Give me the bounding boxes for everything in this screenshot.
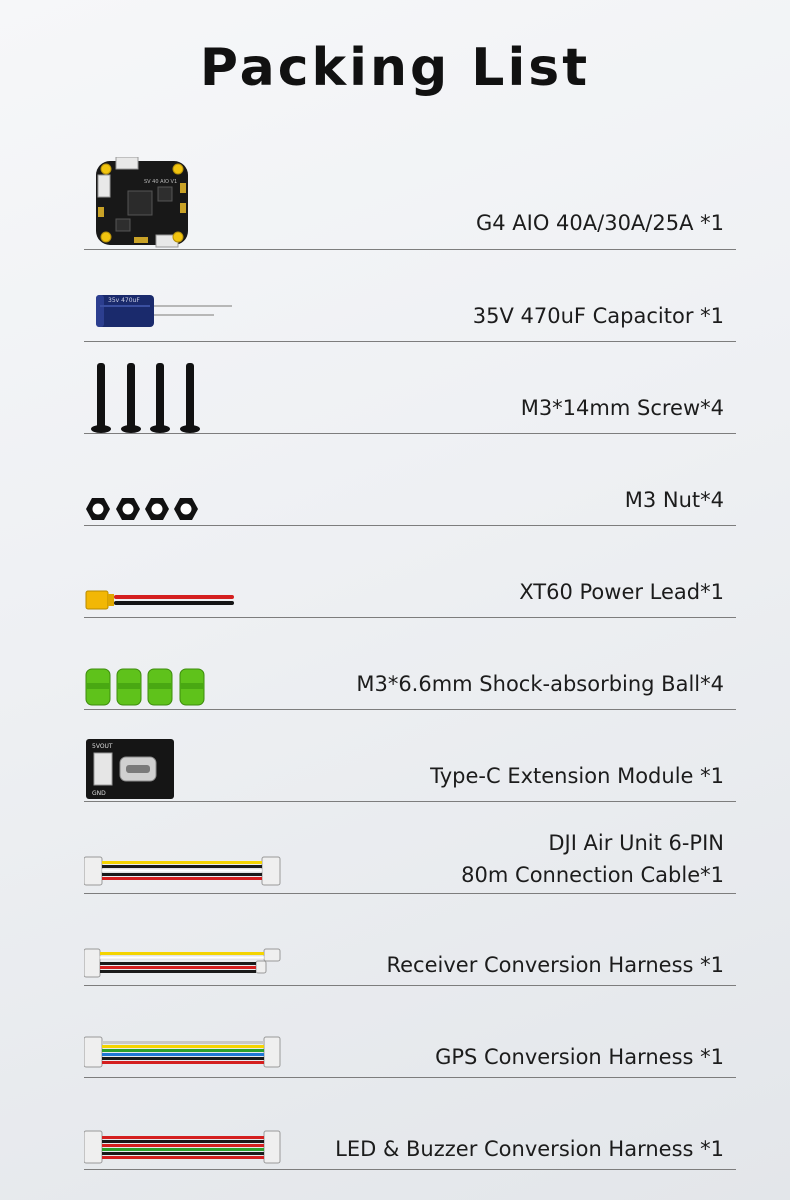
list-item: DJI Air Unit 6-PIN 80m Connection Cable*… xyxy=(84,801,736,894)
item-label-line-1: DJI Air Unit 6-PIN xyxy=(548,831,724,855)
item-label: M3 Nut*4 xyxy=(624,488,724,512)
list-item: M3 Nut*4 xyxy=(84,433,736,526)
item-label: 35V 470uF Capacitor *1 xyxy=(472,304,724,328)
receiver-harness-icon xyxy=(84,948,281,978)
list-item: M3*6.6mm Shock-absorbing Ball*4 xyxy=(84,617,736,710)
flight-controller-board-icon: SV 40 AIO V1 xyxy=(96,157,188,248)
item-label: Type-C Extension Module *1 xyxy=(430,764,724,788)
screws-icon xyxy=(91,363,200,433)
list-item: Receiver Conversion Harness *1 xyxy=(84,893,736,986)
board-silkscreen: SV 40 AIO V1 xyxy=(144,179,177,185)
item-label: M3*14mm Screw*4 xyxy=(520,396,724,420)
item-label: XT60 Power Lead*1 xyxy=(519,580,724,604)
capacitor-icon: 35v 470uF xyxy=(96,295,232,327)
list-item: M3*14mm Screw*4 xyxy=(84,341,736,434)
item-label: DJI Air Unit 6-PIN 80m Connection Cable*… xyxy=(461,827,724,891)
item-label: Receiver Conversion Harness *1 xyxy=(386,953,724,977)
item-label: G4 AIO 40A/30A/25A *1 xyxy=(475,211,724,235)
item-label: M3*6.6mm Shock-absorbing Ball*4 xyxy=(356,672,724,696)
list-item: SV 40 AIO V1 G4 AIO 40A/30A/25A *1 xyxy=(84,155,736,250)
list-item: GPS Conversion Harness *1 xyxy=(84,985,736,1078)
item-label-line-2: 80m Connection Cable*1 xyxy=(461,863,724,887)
list-item: LED & Buzzer Conversion Harness *1 xyxy=(84,1077,736,1170)
gps-harness-icon xyxy=(84,1036,281,1068)
shock-absorbing-balls-icon xyxy=(85,668,205,706)
list-item: 5VOUT GND Type-C Extension Module *1 xyxy=(84,709,736,802)
module-text-top: 5VOUT xyxy=(92,743,113,750)
capacitor-marking: 35v 470uF xyxy=(108,297,140,304)
item-label: GPS Conversion Harness *1 xyxy=(435,1045,724,1069)
dji-cable-icon xyxy=(84,856,281,886)
list-item: XT60 Power Lead*1 xyxy=(84,525,736,618)
module-text-bottom: GND xyxy=(92,790,106,797)
list-item: 35v 470uF 35V 470uF Capacitor *1 xyxy=(84,249,736,342)
page-title: Packing List xyxy=(199,38,591,98)
item-label: LED & Buzzer Conversion Harness *1 xyxy=(335,1137,724,1161)
hex-nuts-icon xyxy=(86,498,198,520)
type-c-module-icon: 5VOUT GND xyxy=(86,739,174,799)
xt60-power-lead-icon xyxy=(85,590,234,610)
led-buzzer-harness-icon xyxy=(84,1130,281,1164)
